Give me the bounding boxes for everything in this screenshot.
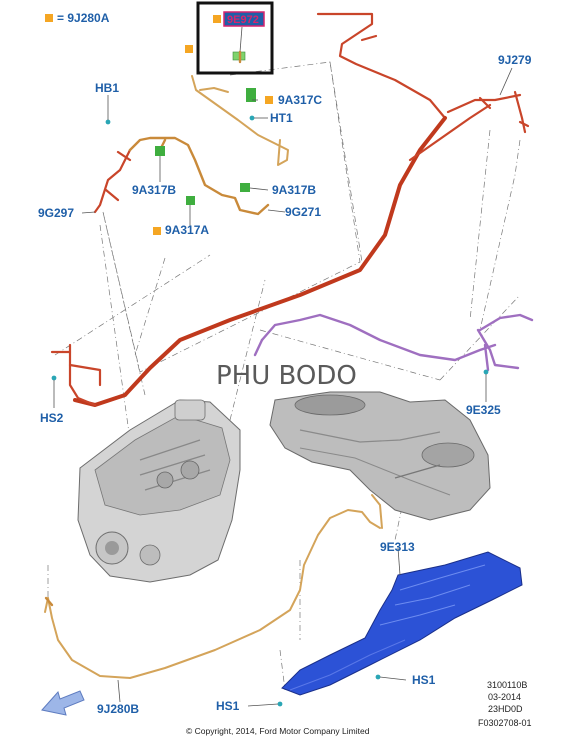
reference-line-3: 23HD0D [488, 704, 523, 714]
reference-line-2: 03-2014 [488, 692, 521, 702]
red-fuel-line [50, 12, 530, 407]
reference-block: 3100110B 03-2014 23HD0D F0302708-01 [478, 680, 532, 728]
callout-9A317B-right[interactable]: 9A317B [272, 183, 316, 197]
callout-9E313[interactable]: 9E313 [380, 540, 415, 554]
highlight-box [196, 1, 274, 75]
callout-labels: 9A317C HT1 HB1 9J279 9A317B 9A317B 9G297… [38, 53, 532, 716]
legend-marker [153, 227, 161, 235]
callout-9J279[interactable]: 9J279 [498, 53, 532, 67]
callout-9G297[interactable]: 9G297 [38, 206, 74, 220]
fasteners [51, 115, 489, 707]
fastener-HB1 [105, 119, 111, 125]
callout-9A317B-left[interactable]: 9A317B [132, 183, 176, 197]
legend-text: = 9J280A [57, 11, 110, 25]
callout-HS1-bottom[interactable]: HS1 [216, 699, 240, 713]
callout-9G271[interactable]: 9G271 [285, 205, 321, 219]
fastener-HT1 [249, 115, 255, 121]
legend: = 9J280A [45, 11, 110, 25]
purple-evap-line [253, 313, 534, 372]
dashed-guides [47, 61, 521, 691]
part-label-frame [223, 11, 265, 27]
callout-HS2[interactable]: HS2 [40, 411, 64, 425]
clip-9A317B-left [155, 146, 165, 156]
callout-9A317C[interactable]: 9A317C [278, 93, 322, 107]
callout-9E325[interactable]: 9E325 [466, 403, 501, 417]
fastener-HS1-bottom [277, 701, 283, 707]
fastener-9E325 [483, 369, 489, 375]
front-arrow-icon [41, 690, 85, 716]
fastener-HS1-right [375, 674, 381, 680]
leaders [53, 67, 513, 707]
copyright-notice: © Copyright, 2014, Ford Motor Company Li… [186, 726, 370, 736]
callout-HS1-right[interactable]: HS1 [412, 673, 436, 687]
clip-9A317B-right [240, 183, 250, 192]
callout-HT1[interactable]: HT1 [270, 111, 293, 125]
highlight-9E972[interactable]: 9E972 [196, 1, 274, 75]
clip-9A317A [186, 196, 195, 205]
reference-line-1: 3100110B [487, 680, 527, 690]
fastener-HS2 [51, 375, 57, 381]
fuel-tank-icon [269, 391, 491, 521]
legend-marker [185, 45, 193, 53]
watermark: PHU BODO [216, 361, 357, 391]
clips [155, 88, 256, 205]
legend-marker [45, 14, 53, 22]
legend-marker [213, 15, 221, 23]
markers [153, 45, 273, 235]
heat-shield-icon [281, 551, 523, 696]
callout-HB1[interactable]: HB1 [95, 81, 119, 95]
reference-line-4: F0302708-01 [478, 718, 532, 728]
callout-9E972[interactable]: 9E972 [227, 14, 259, 26]
bottom-fuel-line [44, 494, 383, 679]
clip-9A317C [246, 88, 256, 102]
legend-marker [265, 96, 273, 104]
callout-9A317A[interactable]: 9A317A [165, 223, 209, 237]
engine-icon [77, 399, 241, 583]
callout-9J280B[interactable]: 9J280B [97, 702, 139, 716]
